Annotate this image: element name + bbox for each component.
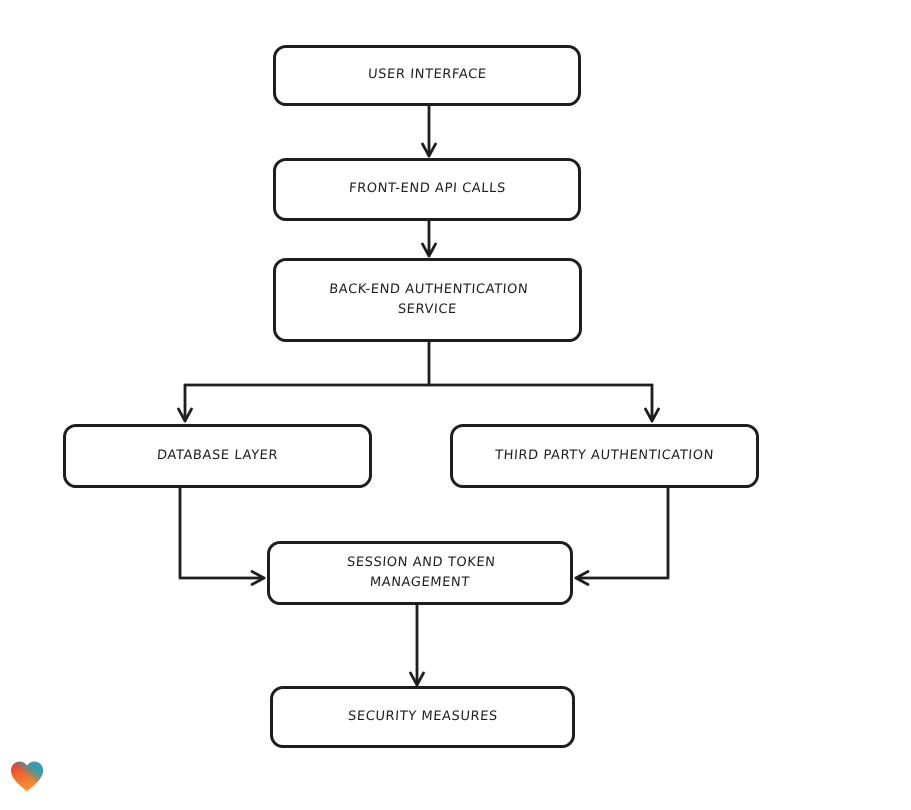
arrowhead-down bbox=[421, 242, 437, 258]
node-session-and-token-management-label: SESSION AND TOKEN MANAGEMENT bbox=[345, 554, 496, 590]
node-user-interface: USER INTERFACE bbox=[273, 45, 581, 106]
heart-gradient-icon bbox=[10, 761, 44, 792]
node-front-end-api-calls-label: FRONT-END API CALLS bbox=[348, 181, 506, 197]
arrowhead-left bbox=[574, 570, 590, 586]
edge-thirdparty-to-session bbox=[574, 486, 670, 580]
brand-badge[interactable] bbox=[8, 758, 46, 796]
arrowhead-down bbox=[421, 142, 437, 158]
arrowhead-down bbox=[644, 407, 660, 423]
edge-database-to-session bbox=[178, 486, 266, 580]
node-third-party-authentication: THIRD PARTY AUTHENTICATION bbox=[450, 424, 759, 488]
arrowhead-down bbox=[177, 407, 193, 423]
node-back-end-authentication-service-label: BACK-END AUTHENTICATION SERVICE bbox=[328, 281, 529, 317]
node-database-layer: DATABASE LAYER bbox=[63, 424, 372, 488]
arrowhead-down bbox=[409, 671, 425, 687]
node-session-and-token-management: SESSION AND TOKEN MANAGEMENT bbox=[267, 541, 573, 605]
node-back-end-authentication-service: BACK-END AUTHENTICATION SERVICE bbox=[273, 258, 582, 342]
node-third-party-authentication-label: THIRD PARTY AUTHENTICATION bbox=[494, 447, 715, 463]
node-security-measures: SECURITY MEASURES bbox=[270, 686, 575, 748]
arrowhead-right bbox=[250, 570, 266, 586]
node-security-measures-label: SECURITY MEASURES bbox=[347, 708, 498, 724]
node-front-end-api-calls: FRONT-END API CALLS bbox=[273, 158, 581, 221]
node-user-interface-label: USER INTERFACE bbox=[367, 67, 487, 83]
node-database-layer-label: DATABASE LAYER bbox=[156, 447, 279, 463]
